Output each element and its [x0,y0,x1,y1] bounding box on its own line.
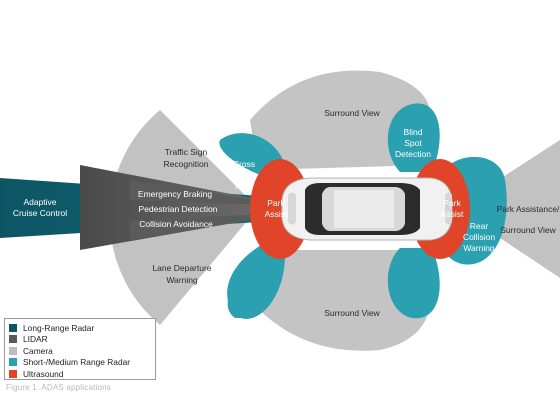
surround-view-bottom-shape [250,250,430,351]
surround-view-bottom-label: Surround View [324,308,380,318]
cross-traffic-alert-label-3: Alert [235,181,253,191]
legend-swatch [9,335,17,344]
collision-avoidance-band [130,214,262,240]
legend-swatch [9,323,17,332]
legend-swatch [9,369,17,378]
rear-collision-warning-label-1: Rear [470,221,489,231]
blind-spot-detection-label-3: Detection [395,149,431,159]
rear-camera-sector [455,140,560,278]
legend-item-ultrasound: Ultrasound [9,368,151,379]
legend-item-camera: Camera [9,345,151,356]
legend-label: Long-Range Radar [23,322,95,333]
legend-item-short-medium-range-radar: Short-/Medium Range Radar [9,357,151,368]
park-assist-rear-label-1: Park [443,198,461,208]
cross-traffic-radar-bottom-wide [227,238,285,319]
blind-spot-detection-label-1: Blind [404,127,423,137]
legend-label: LIDAR [23,334,48,345]
park-assist-front-label-1: Park [267,198,285,208]
legend-label: Short-/Medium Range Radar [23,357,131,368]
lane-departure-warning-label-2: Warning [166,275,198,285]
legend-label: Ultrasound [23,368,64,379]
pedestrian-detection-label: Pedestrian Detection [139,204,218,214]
adaptive-cruise-control-label-1: Adaptive [23,197,56,207]
legend-swatch [9,358,17,367]
emergency-braking-band [130,180,262,205]
legend-label: Camera [23,345,53,356]
park-assistance-surround-view-label-2: Surround View [500,225,556,235]
figure-caption: Figure 1: ADAS applications [6,383,112,392]
blind-spot-detection-label-2: Spot [404,138,422,148]
legend-item-lidar: LIDAR [9,334,151,345]
lane-departure-warning-label-1: Lane Departure [152,263,211,273]
rear-collision-warning-label-2: Collision [463,232,495,242]
surround-view-top-label: Surround View [324,108,380,118]
cross-traffic-alert-label-1: Cross [233,159,255,169]
lidar-beam [80,165,262,250]
traffic-sign-recognition-label-1: Traffic Sign [165,147,208,157]
park-assist-rear-label-2: Assist [441,209,464,219]
legend-swatch [9,346,17,355]
rear-collision-warning-label-3: Warning [463,243,495,253]
adaptive-cruise-control-label-2: Cruise Control [13,208,67,218]
legend: Long-Range Radar LIDAR Camera Short-/Med… [4,318,156,380]
blind-spot-radar-lobe-lower [387,248,440,319]
park-assistance-surround-view-label-1: Park Assistance/ [497,204,560,214]
emergency-braking-label: Emergency Braking [138,189,212,199]
legend-item-long-range-radar: Long-Range Radar [9,322,151,333]
collision-avoidance-label: Collision Avoidance [139,219,213,229]
car-top-view [281,177,453,241]
cross-traffic-alert-label-2: Traffic [232,170,256,180]
park-assist-front-label-2: Assist [265,209,288,219]
traffic-sign-recognition-label-2: Recognition [164,159,209,169]
blind-spot-radar-lobe [387,103,440,172]
surround-view-top-shape [250,70,430,170]
